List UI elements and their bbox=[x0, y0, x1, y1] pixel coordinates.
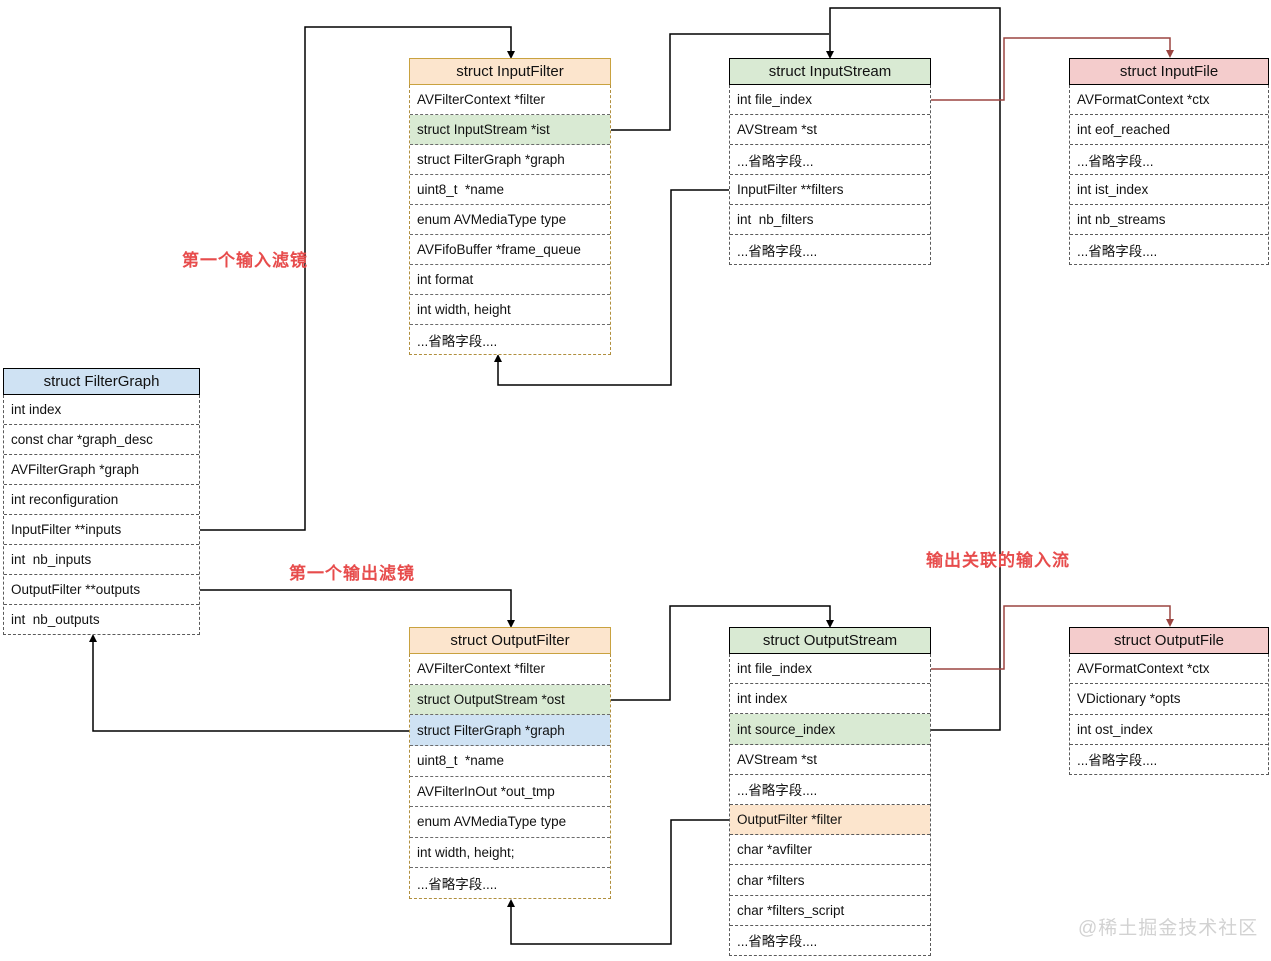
struct-field-row: AVFormatContext *ctx bbox=[1070, 654, 1268, 685]
struct-filtergraph-title: struct FilterGraph bbox=[3, 368, 200, 395]
struct-field-row: AVFilterContext *filter bbox=[410, 654, 610, 685]
struct-field-row: ...省略字段.... bbox=[417, 333, 498, 349]
struct-field-row: int source_index bbox=[730, 714, 930, 745]
struct-field-row: struct InputStream *ist bbox=[410, 115, 610, 145]
struct-field-row: enum AVMediaType type bbox=[410, 205, 610, 235]
struct-field-row: int nb_inputs bbox=[4, 545, 199, 575]
struct-field-row: struct FilterGraph *graph bbox=[410, 715, 610, 746]
struct-field-row: int file_index bbox=[730, 85, 930, 115]
struct-field-row: int index bbox=[4, 395, 199, 425]
struct-field-row: uint8_t *name bbox=[410, 175, 610, 205]
struct-field-row: char *filters_script bbox=[730, 896, 930, 926]
struct-field-row: AVFilterContext *filter bbox=[410, 85, 610, 115]
annotation-first-input-filter: 第一个输入滤镜 bbox=[182, 251, 308, 270]
struct-inputfile-title: struct InputFile bbox=[1069, 58, 1269, 85]
struct-field-row: int nb_streams bbox=[1070, 205, 1268, 235]
struct-field-row: int width, height; bbox=[410, 838, 610, 869]
struct-field-row: InputFilter **inputs bbox=[4, 515, 199, 545]
struct-field-row: AVStream *st bbox=[730, 115, 930, 145]
struct-field-row: uint8_t *name bbox=[410, 746, 610, 777]
struct-field-row: VDictionary *opts bbox=[1070, 684, 1268, 715]
struct-field-row: ...省略字段.... bbox=[1077, 243, 1158, 259]
struct-field-row: struct FilterGraph *graph bbox=[410, 145, 610, 175]
annotation-output-linked-input-stream: 输出关联的输入流 bbox=[926, 551, 1070, 570]
struct-field-row: int file_index bbox=[730, 654, 930, 685]
struct-field-row: int ost_index bbox=[1070, 715, 1268, 745]
struct-field-row: char *avfilter bbox=[730, 835, 930, 866]
struct-outputfile-title: struct OutputFile bbox=[1069, 627, 1269, 654]
struct-field-row: const char *graph_desc bbox=[4, 425, 199, 455]
struct-field-row: OutputFilter **outputs bbox=[4, 575, 199, 605]
struct-outputstream-title: struct OutputStream bbox=[729, 627, 931, 654]
watermark-text: @稀土掘金技术社区 bbox=[1078, 918, 1259, 939]
struct-field-row: ...省略字段.... bbox=[1077, 753, 1158, 769]
struct-field-row: int eof_reached bbox=[1070, 115, 1268, 145]
struct-inputfilter-title: struct InputFilter bbox=[409, 58, 611, 85]
struct-field-row: AVFormatContext *ctx bbox=[1070, 85, 1268, 115]
struct-field-row: int format bbox=[410, 265, 610, 295]
struct-inputfilter-box: struct InputFilter AVFilterContext *filt… bbox=[409, 58, 611, 355]
struct-field-row: char *filters bbox=[730, 865, 930, 896]
struct-field-row: struct OutputStream *ost bbox=[410, 684, 610, 716]
struct-field-row: int ist_index bbox=[1070, 175, 1268, 205]
struct-field-row: int width, height bbox=[410, 295, 610, 325]
edge-filtergraph-outputs-to-outputfilter bbox=[200, 589, 515, 628]
edge-outputfilter-graph-to-filtergraph bbox=[89, 634, 409, 732]
struct-field-row: ...省略字段... bbox=[730, 145, 930, 175]
struct-field-row: int index bbox=[730, 684, 930, 715]
struct-field-row: AVFifoBuffer *frame_queue bbox=[410, 235, 610, 265]
struct-field-row: int nb_filters bbox=[730, 205, 930, 235]
struct-inputstream-title: struct InputStream bbox=[729, 58, 931, 85]
struct-field-row: ...省略字段.... bbox=[737, 243, 818, 259]
struct-field-row: ...省略字段... bbox=[1070, 145, 1268, 175]
struct-field-row: int nb_outputs bbox=[11, 612, 100, 627]
struct-field-row: ...省略字段.... bbox=[417, 877, 498, 893]
struct-field-row: OutputFilter *filter bbox=[730, 805, 930, 836]
struct-outputfilter-box: struct OutputFilter AVFilterContext *fil… bbox=[409, 627, 611, 899]
struct-field-row: AVFilterInOut *out_tmp bbox=[410, 777, 610, 808]
struct-field-row: InputFilter **filters bbox=[730, 175, 930, 205]
struct-field-row: int reconfiguration bbox=[4, 485, 199, 515]
struct-field-row: AVStream *st bbox=[730, 745, 930, 775]
struct-field-row: ...省略字段.... bbox=[737, 934, 818, 950]
struct-outputfilter-title: struct OutputFilter bbox=[409, 627, 611, 654]
struct-field-row: ...省略字段.... bbox=[730, 775, 930, 806]
annotation-first-output-filter: 第一个输出滤镜 bbox=[289, 564, 415, 583]
struct-field-row: enum AVMediaType type bbox=[410, 807, 610, 838]
struct-field-row: AVFilterGraph *graph bbox=[4, 455, 199, 485]
